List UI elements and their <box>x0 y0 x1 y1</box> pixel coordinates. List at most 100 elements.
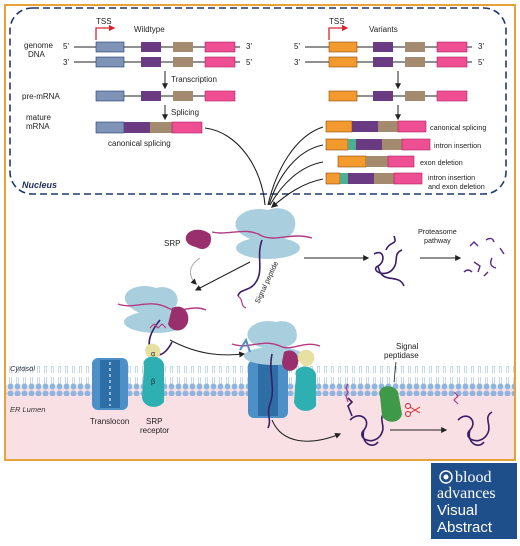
signal-peptide-coil <box>237 295 247 309</box>
splicing-label: Splicing <box>171 108 199 117</box>
exon-3 <box>405 91 425 101</box>
srp-particle <box>168 306 189 331</box>
badge-blood-text: blood <box>455 469 491 486</box>
exon-4 <box>204 41 236 53</box>
misfolded-protein <box>373 235 405 287</box>
variant-1-label: canonical splicing <box>430 123 486 132</box>
variant-4-label-line1: intron insertion <box>428 173 475 182</box>
tss-label-right: TSS <box>329 17 345 26</box>
cleaved-signal-peptide <box>453 391 459 405</box>
five-prime-label: 5' <box>246 58 252 67</box>
tss-arrow-icon <box>95 24 116 40</box>
docked-translocation-complex <box>231 320 321 429</box>
degraded-peptide-fragments <box>463 237 505 277</box>
exon-4 <box>436 41 468 53</box>
variants-label: Variants <box>369 25 398 34</box>
srp-particle <box>185 229 212 250</box>
variant-exon-deletion <box>337 155 415 168</box>
ribosome-icon <box>235 208 300 259</box>
genome-dna-label-line1: genome <box>24 41 53 50</box>
srp-receptor-label-line1: SRP <box>146 417 162 426</box>
variants-panel: TSS Variants 5' 3' 3' 5' canonical splic… <box>294 17 486 191</box>
variant-intron-insertion-exon-deletion <box>325 172 423 185</box>
variant-intron-insertion <box>325 138 431 151</box>
srp-receptor-label-line2: receptor <box>140 426 170 435</box>
exon-1 <box>95 56 125 68</box>
to-srp-complex-arrow <box>194 261 251 291</box>
exon-2 <box>141 91 161 101</box>
five-prime-label: 5' <box>294 42 300 51</box>
exon-1 <box>95 41 125 53</box>
er-peptide-with-signal <box>347 397 387 446</box>
translocon-icon <box>92 358 128 410</box>
export-curves <box>204 126 324 208</box>
variant-2-label: intron insertion <box>434 141 481 150</box>
exon-3 <box>405 42 425 52</box>
genome-dna-label-line2: DNA <box>28 50 46 59</box>
nascent-peptide <box>237 239 263 297</box>
wildtype-panel: TSS Wildtype genome DNA 5' 3' 3' 5' Tran… <box>22 17 252 148</box>
srp-binding-arrow <box>190 257 201 285</box>
srp-receptor-alpha-label: α <box>151 349 155 358</box>
three-prime-label: 3' <box>246 42 252 51</box>
badge-visual-text: Visual <box>437 502 478 519</box>
exon-1 <box>328 90 358 102</box>
tss-arrow-icon <box>328 24 349 40</box>
three-prime-label: 3' <box>478 42 484 51</box>
tss-label-left: TSS <box>96 17 112 26</box>
mature-mrna-label-line2: mRNA <box>26 122 50 131</box>
mature-mrna-canonical <box>95 121 203 134</box>
exon-4 <box>204 56 236 68</box>
badge-advances-text: advances <box>437 485 496 502</box>
canonical-splicing-label-left: canonical splicing <box>108 139 171 148</box>
variant-4-label-line2: and exon deletion <box>428 182 485 191</box>
mature-mrna-label-line1: mature <box>26 113 51 122</box>
exon-4 <box>436 56 468 68</box>
proteasome-label-line1: Proteasome <box>418 227 457 236</box>
exon-2 <box>141 57 161 67</box>
exon-3 <box>173 57 193 67</box>
translocon-label: Translocon <box>90 417 129 426</box>
signal-peptidase-pointer <box>393 361 397 383</box>
signal-peptide-coil <box>149 323 167 329</box>
exon-2 <box>373 91 393 101</box>
exon-4 <box>436 90 468 102</box>
exon-2 <box>373 57 393 67</box>
proteasome-label-line2: pathway <box>424 236 451 245</box>
nucleus-label: Nucleus <box>22 180 57 190</box>
transcription-label: Transcription <box>171 75 217 84</box>
variant-canonical-splicing <box>325 120 427 133</box>
wildtype-label: Wildtype <box>134 25 165 34</box>
badge-abstract-text: Abstract <box>437 519 493 536</box>
srp-receptor-beta-label: β <box>151 377 155 386</box>
exon-3 <box>173 42 193 52</box>
nucleus-boundary <box>9 7 507 195</box>
exon-3 <box>405 57 425 67</box>
variant-3-label: exon deletion <box>420 158 463 167</box>
five-prime-label: 5' <box>478 58 484 67</box>
signal-peptidase-label-line1: Signal <box>396 342 418 351</box>
mrna-strand <box>211 230 313 239</box>
mrna-strand <box>117 303 207 311</box>
signal-peptidase-label-line2: peptidase <box>384 351 419 360</box>
scissors-icon <box>405 403 421 417</box>
three-prime-label: 3' <box>63 58 69 67</box>
srp-receptor <box>142 343 164 407</box>
exon-1 <box>328 56 358 68</box>
exon-3 <box>173 91 193 101</box>
pre-mrna-label: pre-mRNA <box>22 92 60 101</box>
er-lumen-label: ER Lumen <box>10 405 45 414</box>
signal-peptidase <box>379 386 402 422</box>
three-prime-label: 3' <box>294 58 300 67</box>
srp-label: SRP <box>164 239 180 248</box>
exon-1 <box>328 41 358 53</box>
exon-4 <box>204 90 236 102</box>
blood-advances-logo: blood advances Visual Abstract <box>431 463 517 539</box>
to-er-folded-arrow <box>271 419 342 442</box>
exon-2 <box>373 42 393 52</box>
to-translocon-arrow <box>169 339 246 358</box>
exon-1 <box>95 90 125 102</box>
cytosol-label: Cytosol <box>10 364 35 373</box>
mature-folded-protein <box>457 411 493 446</box>
five-prime-label: 5' <box>63 42 69 51</box>
